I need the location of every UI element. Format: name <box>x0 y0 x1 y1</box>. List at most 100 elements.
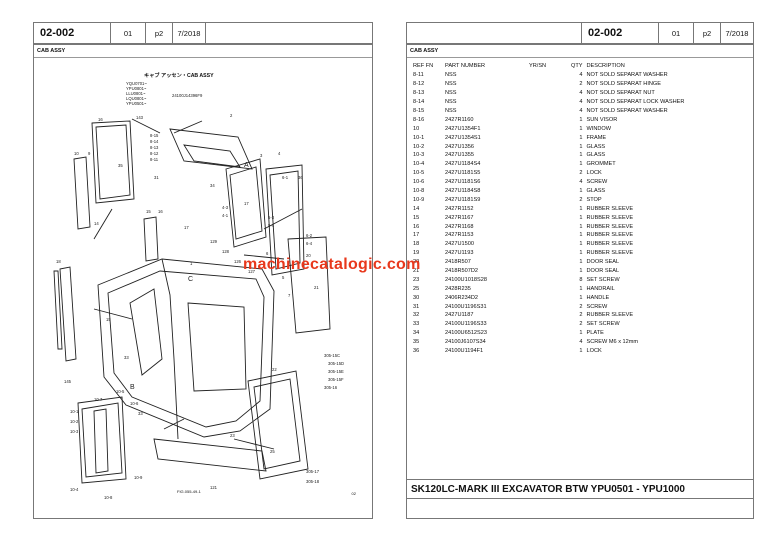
callout: 17 <box>184 225 189 230</box>
callout: 33 <box>138 411 143 416</box>
callout: 4-1 <box>222 213 229 218</box>
callout: 10 <box>74 151 79 156</box>
ref-fn-cell: 33 <box>413 321 420 328</box>
description-cell: GLASS <box>586 152 606 159</box>
ref-fn-cell: 8-14 <box>413 99 425 106</box>
description-cell: HANDRAIL <box>586 285 615 292</box>
parts-diagram: キャブ アッセン・CAB ASSY YQU0701~ YPU0801~ LLU0… <box>34 59 372 518</box>
callout-letter: B <box>130 384 135 391</box>
ref-fn-cell: 10-5 <box>413 170 425 177</box>
callout: 33 <box>124 355 129 360</box>
yr-sn-cell <box>527 293 569 302</box>
description-cell: GROMMET <box>586 161 616 168</box>
qty-cell: 2 <box>579 303 583 310</box>
description-cell: RUBBER SLEEVE <box>586 214 634 221</box>
callout: 126 <box>234 259 242 264</box>
callout: 16 <box>158 209 163 214</box>
yr-sn-cell <box>527 115 569 124</box>
part-number-cell: 24100U6512S23 <box>445 330 487 337</box>
callout: 305-17 <box>306 469 320 474</box>
qty-cell: 1 <box>579 285 583 292</box>
qty-cell: 1 <box>579 152 583 159</box>
part-number-cell: NSS <box>445 72 457 79</box>
part-number-cell: 2427U1184S8 <box>445 188 481 195</box>
description-cell: GLASS <box>586 143 606 150</box>
callout: 8-13 <box>150 145 159 150</box>
part-number-cell: 2427R1152 <box>445 205 474 212</box>
ref-fn-cell: 10-1 <box>413 134 425 141</box>
description-cell: RUBBER SLEEVE <box>586 223 634 230</box>
figure-number: FIG.055-49-1 <box>177 489 201 494</box>
ref-fn-cell: 8-11 <box>413 72 424 79</box>
table-header-row: REF FN PART NUMBER YR/SN QTY DESCRIPTION <box>411 60 739 71</box>
callout-letter: C <box>188 276 193 283</box>
qty-cell: 1 <box>579 348 583 355</box>
watermark: machinecatalogic.com <box>243 256 421 273</box>
callout: 5-3 <box>268 215 275 220</box>
callout: 9 <box>88 151 91 156</box>
yr-sn-cell <box>527 178 569 187</box>
qty-cell: 2 <box>579 321 583 328</box>
callout: 129 <box>210 239 218 244</box>
part-number-cell: 2427U1187 <box>445 312 474 319</box>
ref-fn-cell: 19 <box>413 250 420 257</box>
left-frame: CAB ASSY キャブ アッセン・CAB ASSY YQU0701~ YPU0… <box>33 44 373 519</box>
qty-cell: 1 <box>579 143 583 150</box>
ref-fn-cell: 15 <box>413 214 420 221</box>
yr-sn-cell <box>527 222 569 231</box>
yr-sn-cell <box>527 71 569 80</box>
description-cell: RUBBER SLEEVE <box>586 312 634 319</box>
part-number-cell: NSS <box>445 108 457 114</box>
callout: 36 <box>298 175 303 180</box>
part-number-cell: 24100U1018S28 <box>445 276 487 283</box>
header-cell: 7/2018 <box>720 23 753 43</box>
yr-sn-cell <box>527 89 569 98</box>
yr-sn-cell <box>527 329 569 338</box>
yr-sn-cell <box>527 142 569 151</box>
qty-cell: 8 <box>579 276 583 283</box>
part-number-cell: 2427U1355 <box>445 152 474 159</box>
ref-fn-cell: 8-16 <box>413 116 425 123</box>
parts-table: REF FN PART NUMBER YR/SN QTY DESCRIPTION… <box>411 60 739 356</box>
cab-exploded-diagram: キャブ アッセン・CAB ASSY YQU0701~ YPU0801~ LLU0… <box>53 71 344 500</box>
right-page: 02-002 01 p2 7/2018 CAB ASSY REF FN PART… <box>406 22 754 519</box>
qty-cell: 4 <box>579 90 583 97</box>
serial-label: LQU0801~ <box>126 96 147 101</box>
yr-sn-cell <box>527 124 569 133</box>
ref-fn-cell: 35 <box>413 339 420 346</box>
callout: 22 <box>272 367 277 372</box>
callout: 15 <box>106 317 111 322</box>
description-cell: NOT SOLD SEPARAT HINGE <box>586 81 662 88</box>
description-cell: DOOR SEAL <box>586 268 620 275</box>
qty-cell: 4 <box>579 72 583 79</box>
serial-label: YPU0501~ <box>126 101 147 106</box>
callout: 17 <box>244 201 249 206</box>
header-cell: 01 <box>658 23 693 43</box>
part-number-cell: 24100J6107S34 <box>445 339 486 346</box>
callout: 127 <box>248 269 256 274</box>
part-number-cell: NSS <box>445 81 457 88</box>
ref-fn-cell: 10-3 <box>413 152 425 159</box>
callout: 4-3 <box>222 205 229 210</box>
part-number-cell: 2427U1193 <box>445 250 474 257</box>
description-cell: RUBBER SLEEVE <box>586 205 634 212</box>
qty-cell: 1 <box>579 268 583 275</box>
ref-fn-cell: 8-12 <box>413 81 425 88</box>
callout: 10-8 <box>104 495 113 500</box>
left-header: 02-002 01 p2 7/2018 <box>33 22 373 44</box>
yr-sn-cell <box>527 195 569 204</box>
callout: 10-2 <box>70 419 79 424</box>
callout: 18 <box>56 259 61 264</box>
